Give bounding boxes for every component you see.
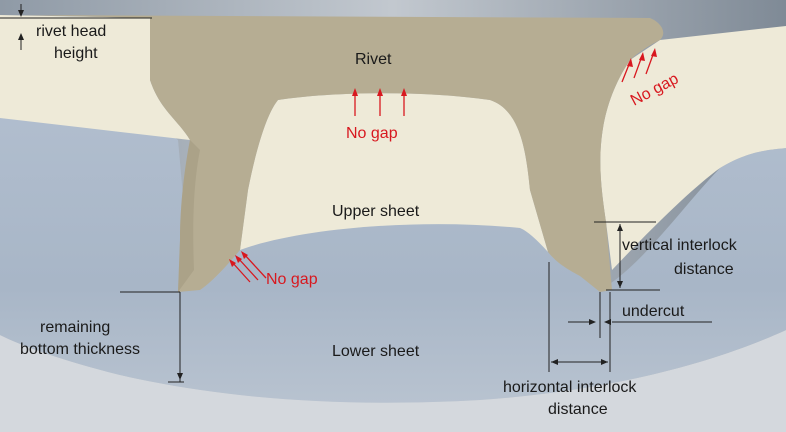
remaining-bottom-label-line1: remaining [40, 319, 110, 336]
no-gap-arrowheads [229, 48, 657, 267]
rivet-region [22, 15, 664, 292]
lower-sheet-label: Lower sheet [332, 343, 420, 360]
vertical-interlock-label-line1: vertical interlock [622, 237, 738, 254]
rivet-edge-shading [178, 140, 200, 292]
upper-sheet-center-region [240, 93, 548, 252]
upper-sheet-left-region [0, 15, 190, 140]
horizontal-interlock-label-line2: distance [548, 401, 608, 418]
no-gap-center-label: No gap [346, 125, 398, 142]
rivet-label: Rivet [355, 51, 392, 68]
dimension-lines [0, 4, 712, 383]
lower-sheet-shading [0, 112, 786, 403]
remaining-bottom-label-line2: bottom thickness [20, 341, 140, 358]
horizontal-interlock-label-line1: horizontal interlock [503, 379, 637, 396]
undercut-label: undercut [622, 303, 685, 320]
rivet-head-height-label-line2: height [54, 45, 98, 62]
vertical-interlock-label-line2: distance [674, 261, 734, 278]
dimension-arrowheads [18, 10, 623, 380]
rivet-head-height-label-line1: rivet head [36, 23, 106, 40]
no-gap-left-label: No gap [266, 271, 318, 288]
bottom-reflection [0, 330, 786, 432]
upper-sheet-label: Upper sheet [332, 203, 420, 220]
upper-sheet-right-region [600, 26, 786, 270]
